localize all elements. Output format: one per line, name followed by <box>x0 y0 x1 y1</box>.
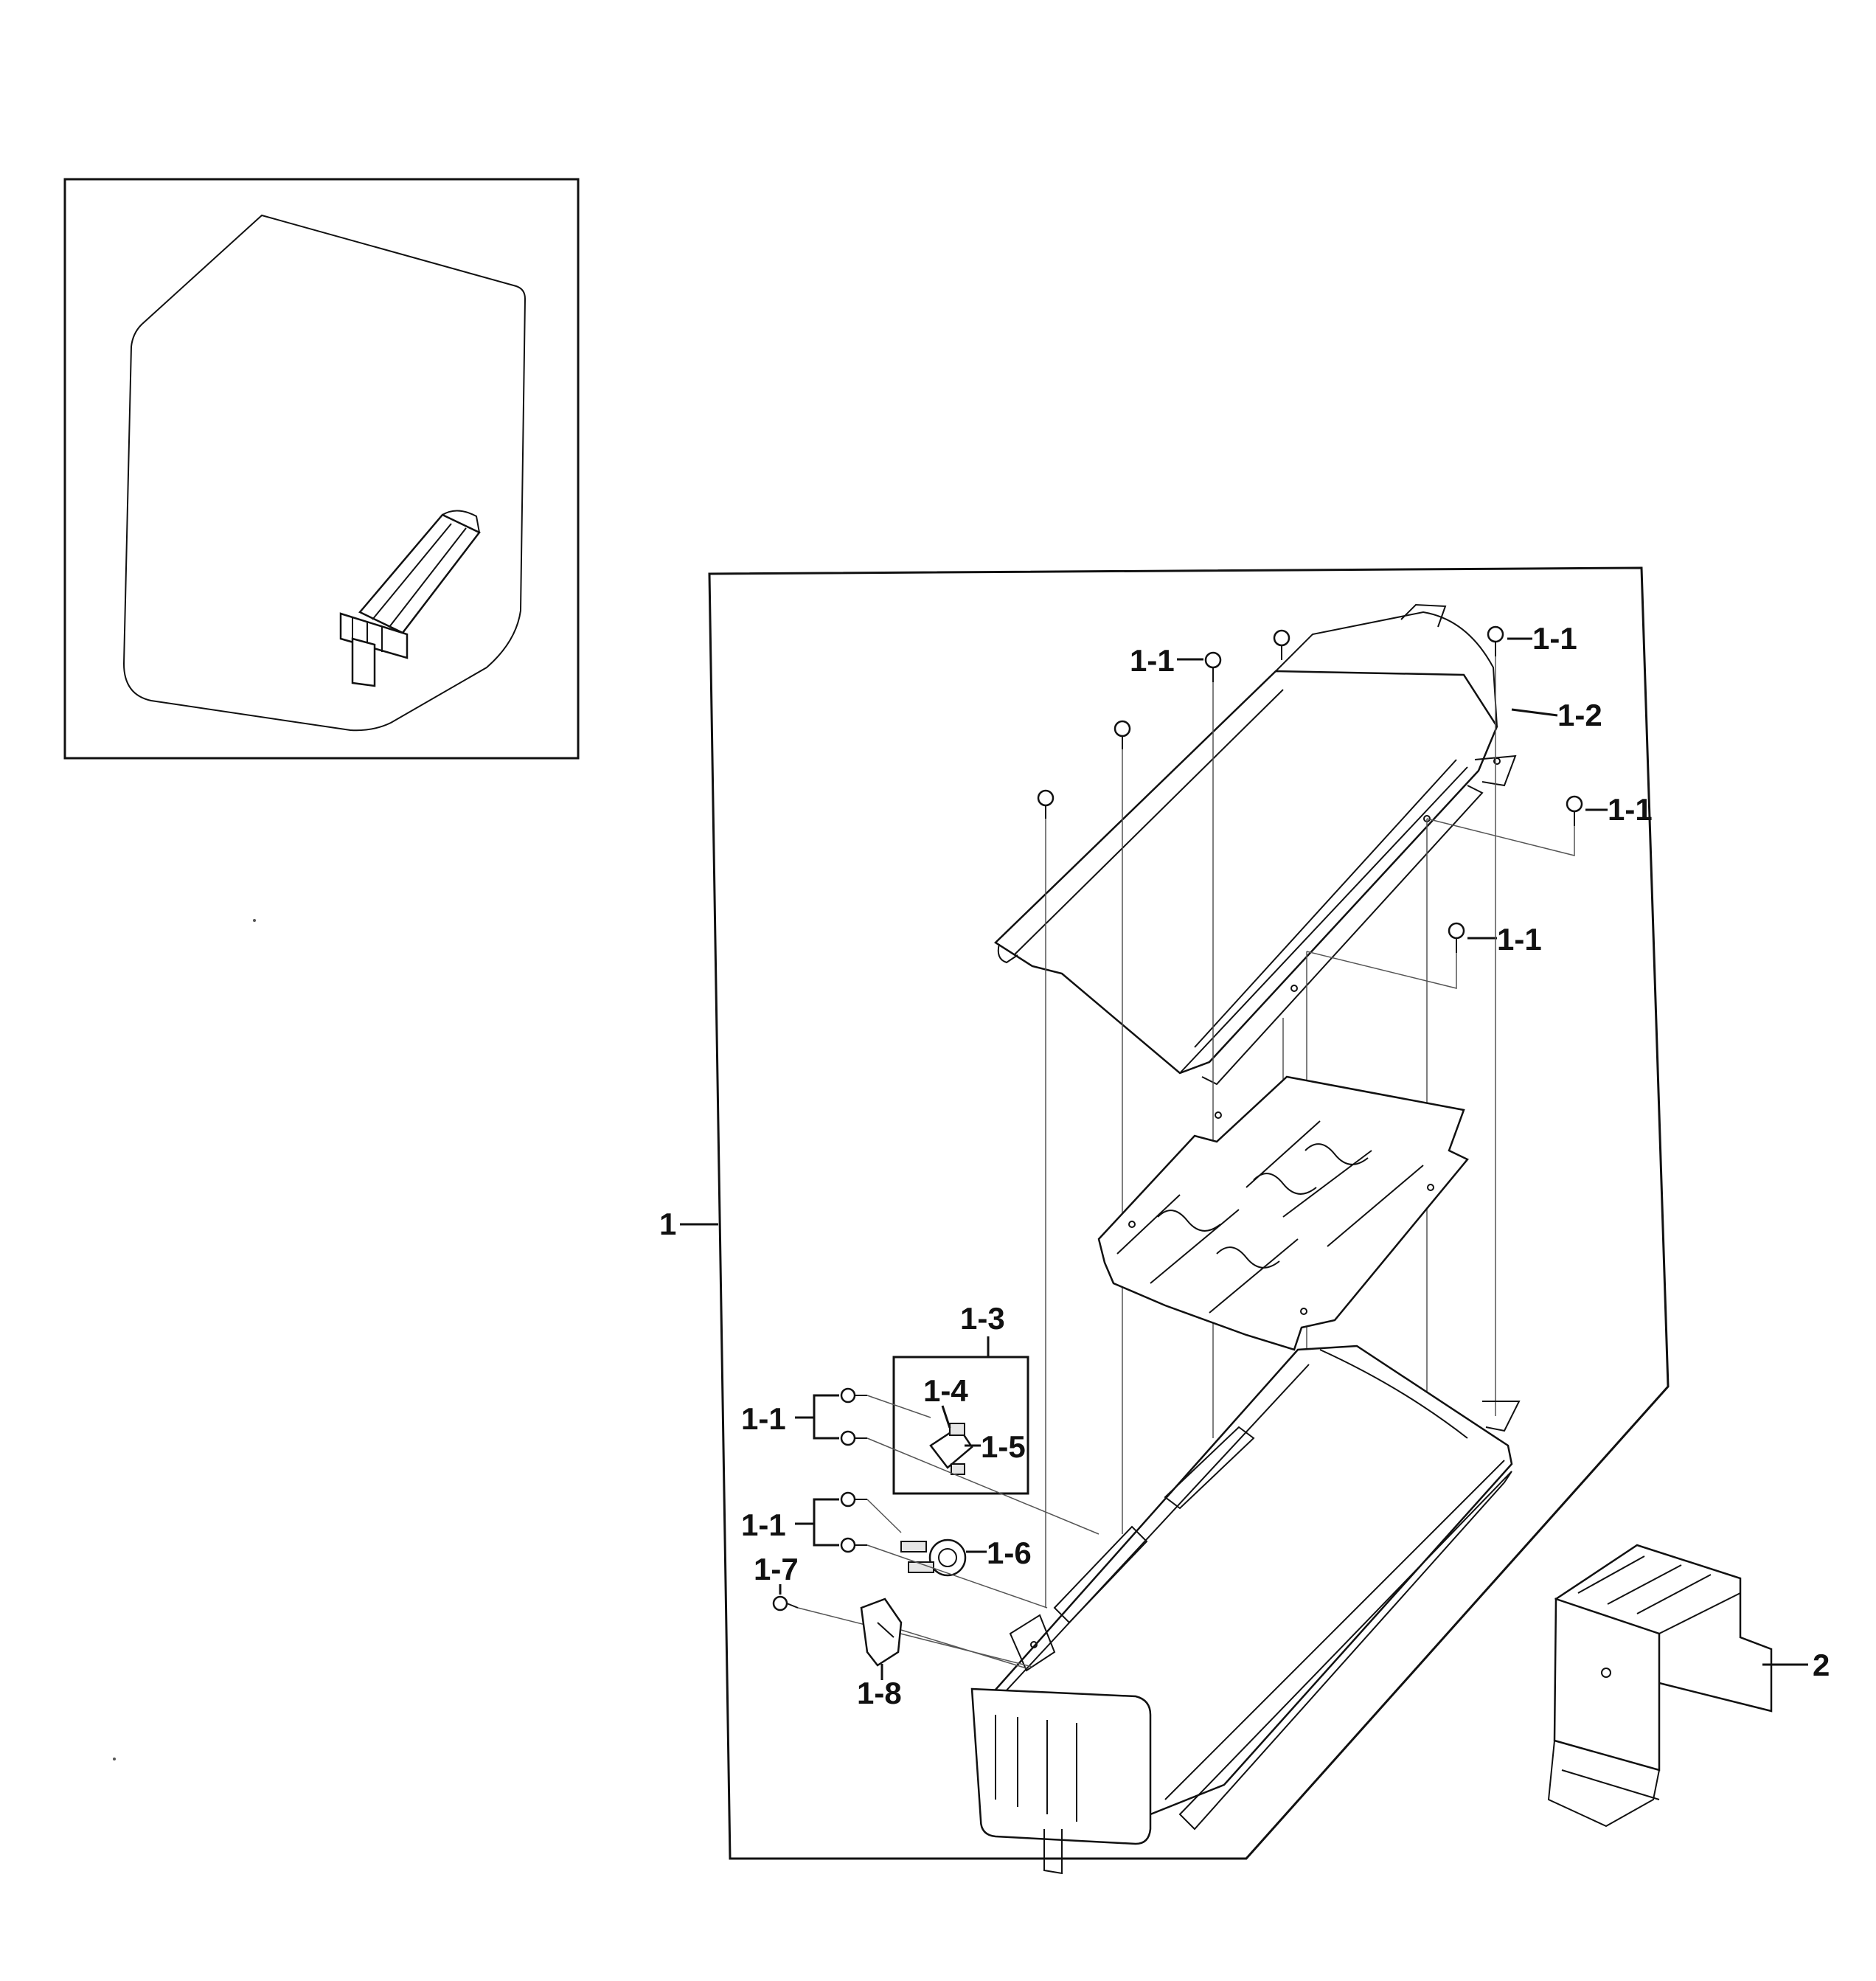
label-screw: 1-1 <box>741 1401 786 1436</box>
callout-screw-right-1: 1-1 <box>1585 792 1653 827</box>
screw-icon <box>1448 922 1465 953</box>
heater-element-plate <box>1097 1075 1469 1351</box>
kit-screws-lower: 1-1 <box>741 1491 1048 1609</box>
thermostat-kit-box <box>892 1356 1029 1495</box>
label-screw: 1-1 <box>1608 792 1653 827</box>
callout-bracket: 2 <box>1762 1648 1830 1682</box>
label-screw: 1-1 <box>1130 643 1175 678</box>
label-thermostat-hi: 1-4 <box>923 1373 968 1408</box>
terminal-block: 1-8 <box>857 1597 1027 1710</box>
thermal-fuse-icon <box>900 1538 967 1577</box>
screw-icon <box>840 1491 867 1508</box>
label-screw: 1-1 <box>741 1508 786 1542</box>
label-ground-screw: 1-7 <box>754 1552 799 1586</box>
label-screw: 1-1 <box>1532 621 1577 656</box>
terminal-block-icon <box>860 1597 903 1667</box>
screw-icon <box>1487 625 1504 656</box>
inset-heater-duct <box>339 510 481 687</box>
label-terminal-block: 1-8 <box>857 1676 902 1710</box>
screw-icon <box>1114 720 1131 749</box>
ground-screw: 1-7 <box>754 1552 1033 1668</box>
kit-screws-upper: 1-1 <box>741 1387 1099 1535</box>
screw-icon <box>1273 629 1290 660</box>
label-thermal-fuse: 1-6 <box>987 1536 1032 1570</box>
callout-screw-top-right: 1-1 <box>1507 621 1577 656</box>
label-assembly: 1 <box>659 1207 676 1241</box>
label-screw: 1-1 <box>1497 922 1542 957</box>
thermostat-kit: 1-3 1-4 1-5 <box>892 1301 1029 1495</box>
screw-icon <box>1037 789 1055 819</box>
screw-icon <box>840 1387 867 1404</box>
label-bracket: 2 <box>1813 1648 1830 1682</box>
speck <box>253 919 256 922</box>
top-screws <box>1037 625 1583 953</box>
callout-screw-top-left: 1-1 <box>1130 643 1203 678</box>
inset-location-view <box>63 178 580 760</box>
callout-screw-right-2: 1-1 <box>1467 922 1542 957</box>
mounting-bracket <box>1547 1544 1773 1828</box>
assembly-frame <box>708 566 1670 1860</box>
label-thermostat-limit: 1-5 <box>981 1429 1026 1464</box>
inset-frame <box>63 178 580 760</box>
screw-icon <box>840 1430 867 1446</box>
screw-icon <box>840 1537 867 1553</box>
screw-icon <box>1566 795 1583 826</box>
screw-icon <box>772 1595 799 1611</box>
thermal-fuse: 1-6 <box>900 1536 1032 1577</box>
duct-cover <box>993 603 1517 1086</box>
label-duct-cover: 1-2 <box>1557 698 1602 732</box>
duct-end-plate <box>970 1614 1152 1875</box>
screw-icon <box>1204 651 1222 682</box>
label-thermostat-kit: 1-3 <box>960 1301 1005 1336</box>
thermostat-icon <box>929 1423 973 1475</box>
dryer-cabinet-outline <box>122 214 527 732</box>
callout-assembly: 1 <box>659 1207 718 1241</box>
callout-duct-cover: 1-2 <box>1511 698 1602 732</box>
speck <box>113 1758 116 1760</box>
